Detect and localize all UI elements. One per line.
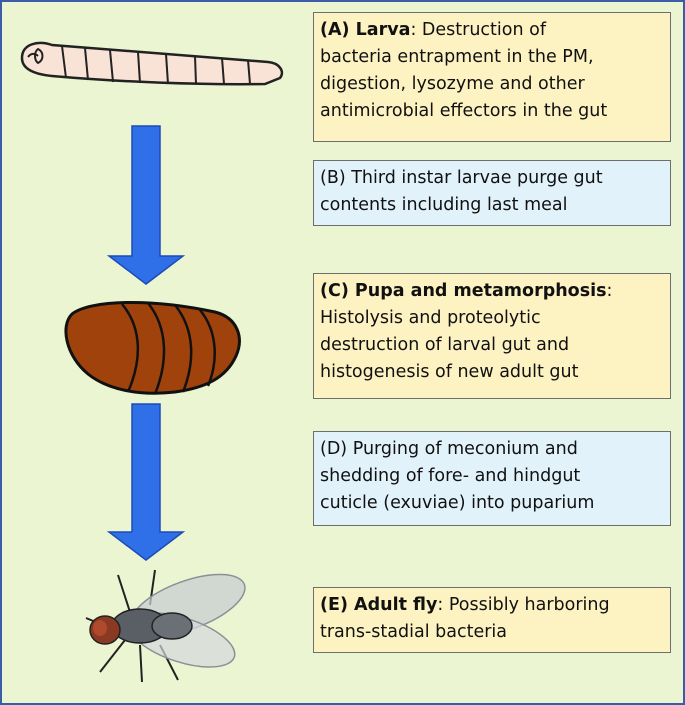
stage-a-line-1: (A) Larva: Destruction of bbox=[320, 20, 546, 40]
stage-c-line-1: (C) Pupa and metamorphosis: bbox=[320, 281, 613, 301]
down-arrow-2 bbox=[106, 403, 186, 561]
stage-c-line-2: Histolysis and proteolytic bbox=[320, 308, 541, 328]
stage-a-line-2: bacteria entrapment in the PM, bbox=[320, 47, 594, 67]
stage-d-line-1: (D) Purging of meconium and bbox=[320, 439, 578, 459]
larva-illustration bbox=[20, 41, 284, 86]
stage-a-box: (A) Larva: Destruction of bacteria entra… bbox=[313, 12, 671, 142]
stage-a-line-4: antimicrobial effectors in the gut bbox=[320, 101, 608, 121]
stage-b-box: (B) Third instar larvae purge gut conten… bbox=[313, 160, 671, 226]
stage-e-line-1: (E) Adult fly: Possibly harboring bbox=[320, 595, 610, 615]
stage-d-box: (D) Purging of meconium and shedding of … bbox=[313, 431, 671, 526]
pupa-illustration bbox=[64, 300, 241, 395]
stage-a-line-3: digestion, lysozyme and other bbox=[320, 74, 585, 94]
illustrations bbox=[20, 41, 284, 683]
stage-c-line-4: histogenesis of new adult gut bbox=[320, 362, 579, 382]
stage-c-box: (C) Pupa and metamorphosis: Histolysis a… bbox=[313, 273, 671, 399]
stage-d-line-3: cuticle (exuviae) into puparium bbox=[320, 493, 595, 513]
down-arrow-1 bbox=[106, 125, 186, 285]
adult-fly-illustration bbox=[85, 569, 246, 683]
stage-e-box: (E) Adult fly: Possibly harboring trans-… bbox=[313, 587, 671, 653]
stage-b-line-2: contents including last meal bbox=[320, 195, 568, 215]
stage-d-line-2: shedding of fore- and hindgut bbox=[320, 466, 581, 486]
stage-e-line-2: trans-stadial bacteria bbox=[320, 622, 507, 642]
stage-b-line-1: (B) Third instar larvae purge gut bbox=[320, 168, 603, 188]
stage-c-line-3: destruction of larval gut and bbox=[320, 335, 570, 355]
